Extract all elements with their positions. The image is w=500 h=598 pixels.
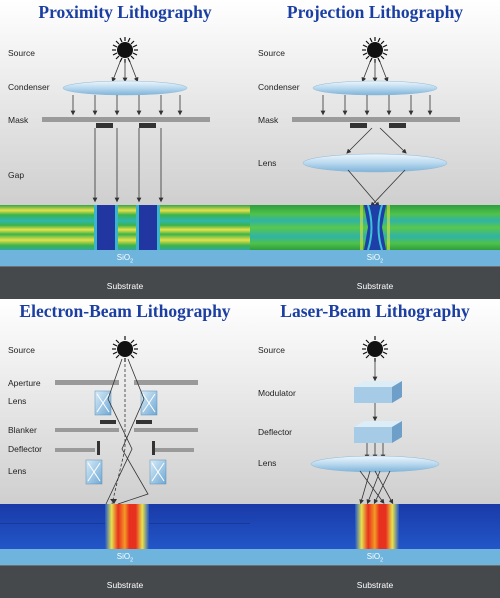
- label-lens: Lens: [8, 396, 27, 406]
- label-deflector: Deflector: [258, 427, 293, 437]
- electron-beam-diagram: [0, 299, 250, 598]
- deflector: [55, 448, 95, 452]
- label-source: Source: [8, 48, 35, 58]
- sio2-layer: [0, 549, 250, 565]
- label-source: Source: [8, 345, 35, 355]
- sio2-layer: [0, 250, 250, 266]
- panel-title: Proximity Lithography: [38, 2, 212, 22]
- sio2-label: SiO2: [116, 552, 134, 564]
- substrate-layer: [250, 266, 500, 299]
- sun-burst-icon: [112, 37, 138, 63]
- label-mask: Mask: [258, 115, 279, 125]
- label-lens: Lens: [8, 466, 27, 476]
- label-source: Source: [258, 48, 285, 58]
- mask: [292, 117, 460, 122]
- panel-proximity: Proximity Lithography Source Condenser M…: [0, 0, 250, 299]
- condenser-lens-icon: [312, 80, 438, 96]
- magnetic-lens-icon: [85, 459, 167, 485]
- photoresist-layer: [0, 205, 250, 250]
- magnetic-lens-icon: [94, 390, 158, 416]
- sun-burst-icon: [362, 336, 388, 362]
- panel-title: Laser-Beam Lithography: [280, 301, 470, 321]
- condenser-lens-icon: [62, 80, 188, 96]
- sio2-label: SiO2: [366, 552, 384, 564]
- label-mask: Mask: [8, 115, 29, 125]
- panel-title: Electron-Beam Lithography: [19, 301, 231, 321]
- sio2-label: SiO2: [116, 253, 134, 265]
- proximity-diagram: [0, 0, 250, 299]
- label-condenser: Condenser: [8, 82, 50, 92]
- sio2-layer: [250, 549, 500, 565]
- substrate-layer: [250, 565, 500, 598]
- projection-diagram: [250, 0, 500, 299]
- substrate-layer: [0, 266, 250, 299]
- label-aperture: Aperture: [8, 378, 41, 388]
- label-modulator: Modulator: [258, 388, 296, 398]
- laser-lens-icon: [310, 455, 440, 473]
- panel-title: Projection Lithography: [286, 2, 464, 22]
- sun-burst-icon: [112, 336, 138, 362]
- blanker: [55, 428, 119, 432]
- panel-projection: Projection Lithography Source Condenser …: [250, 0, 500, 299]
- sio2-label: SiO2: [366, 253, 384, 265]
- substrate-label: Substrate: [356, 281, 394, 291]
- substrate-label: Substrate: [106, 580, 144, 590]
- label-blanker: Blanker: [8, 425, 37, 435]
- panel-electron-beam: Electron-Beam Lithography Source Apertur…: [0, 299, 250, 598]
- aperture: [55, 380, 119, 385]
- substrate-layer: [0, 565, 250, 598]
- label-deflector: Deflector: [8, 444, 43, 454]
- label-gap: Gap: [8, 170, 25, 180]
- label-lens: Lens: [258, 158, 277, 168]
- panel-laser-beam: Laser-Beam Lithography Source Modulator …: [250, 299, 500, 598]
- sio2-layer: [250, 250, 500, 266]
- label-source: Source: [258, 345, 285, 355]
- modulator-block: [354, 381, 402, 403]
- substrate-label: Substrate: [106, 281, 144, 291]
- substrate-label: Substrate: [356, 580, 394, 590]
- laser-beam-diagram: [250, 299, 500, 598]
- label-condenser: Condenser: [258, 82, 300, 92]
- label-lens: Lens: [258, 458, 277, 468]
- mask: [42, 117, 210, 122]
- projection-lens-icon: [302, 153, 448, 173]
- deflector-block: [354, 421, 402, 443]
- sun-burst-icon: [362, 37, 388, 63]
